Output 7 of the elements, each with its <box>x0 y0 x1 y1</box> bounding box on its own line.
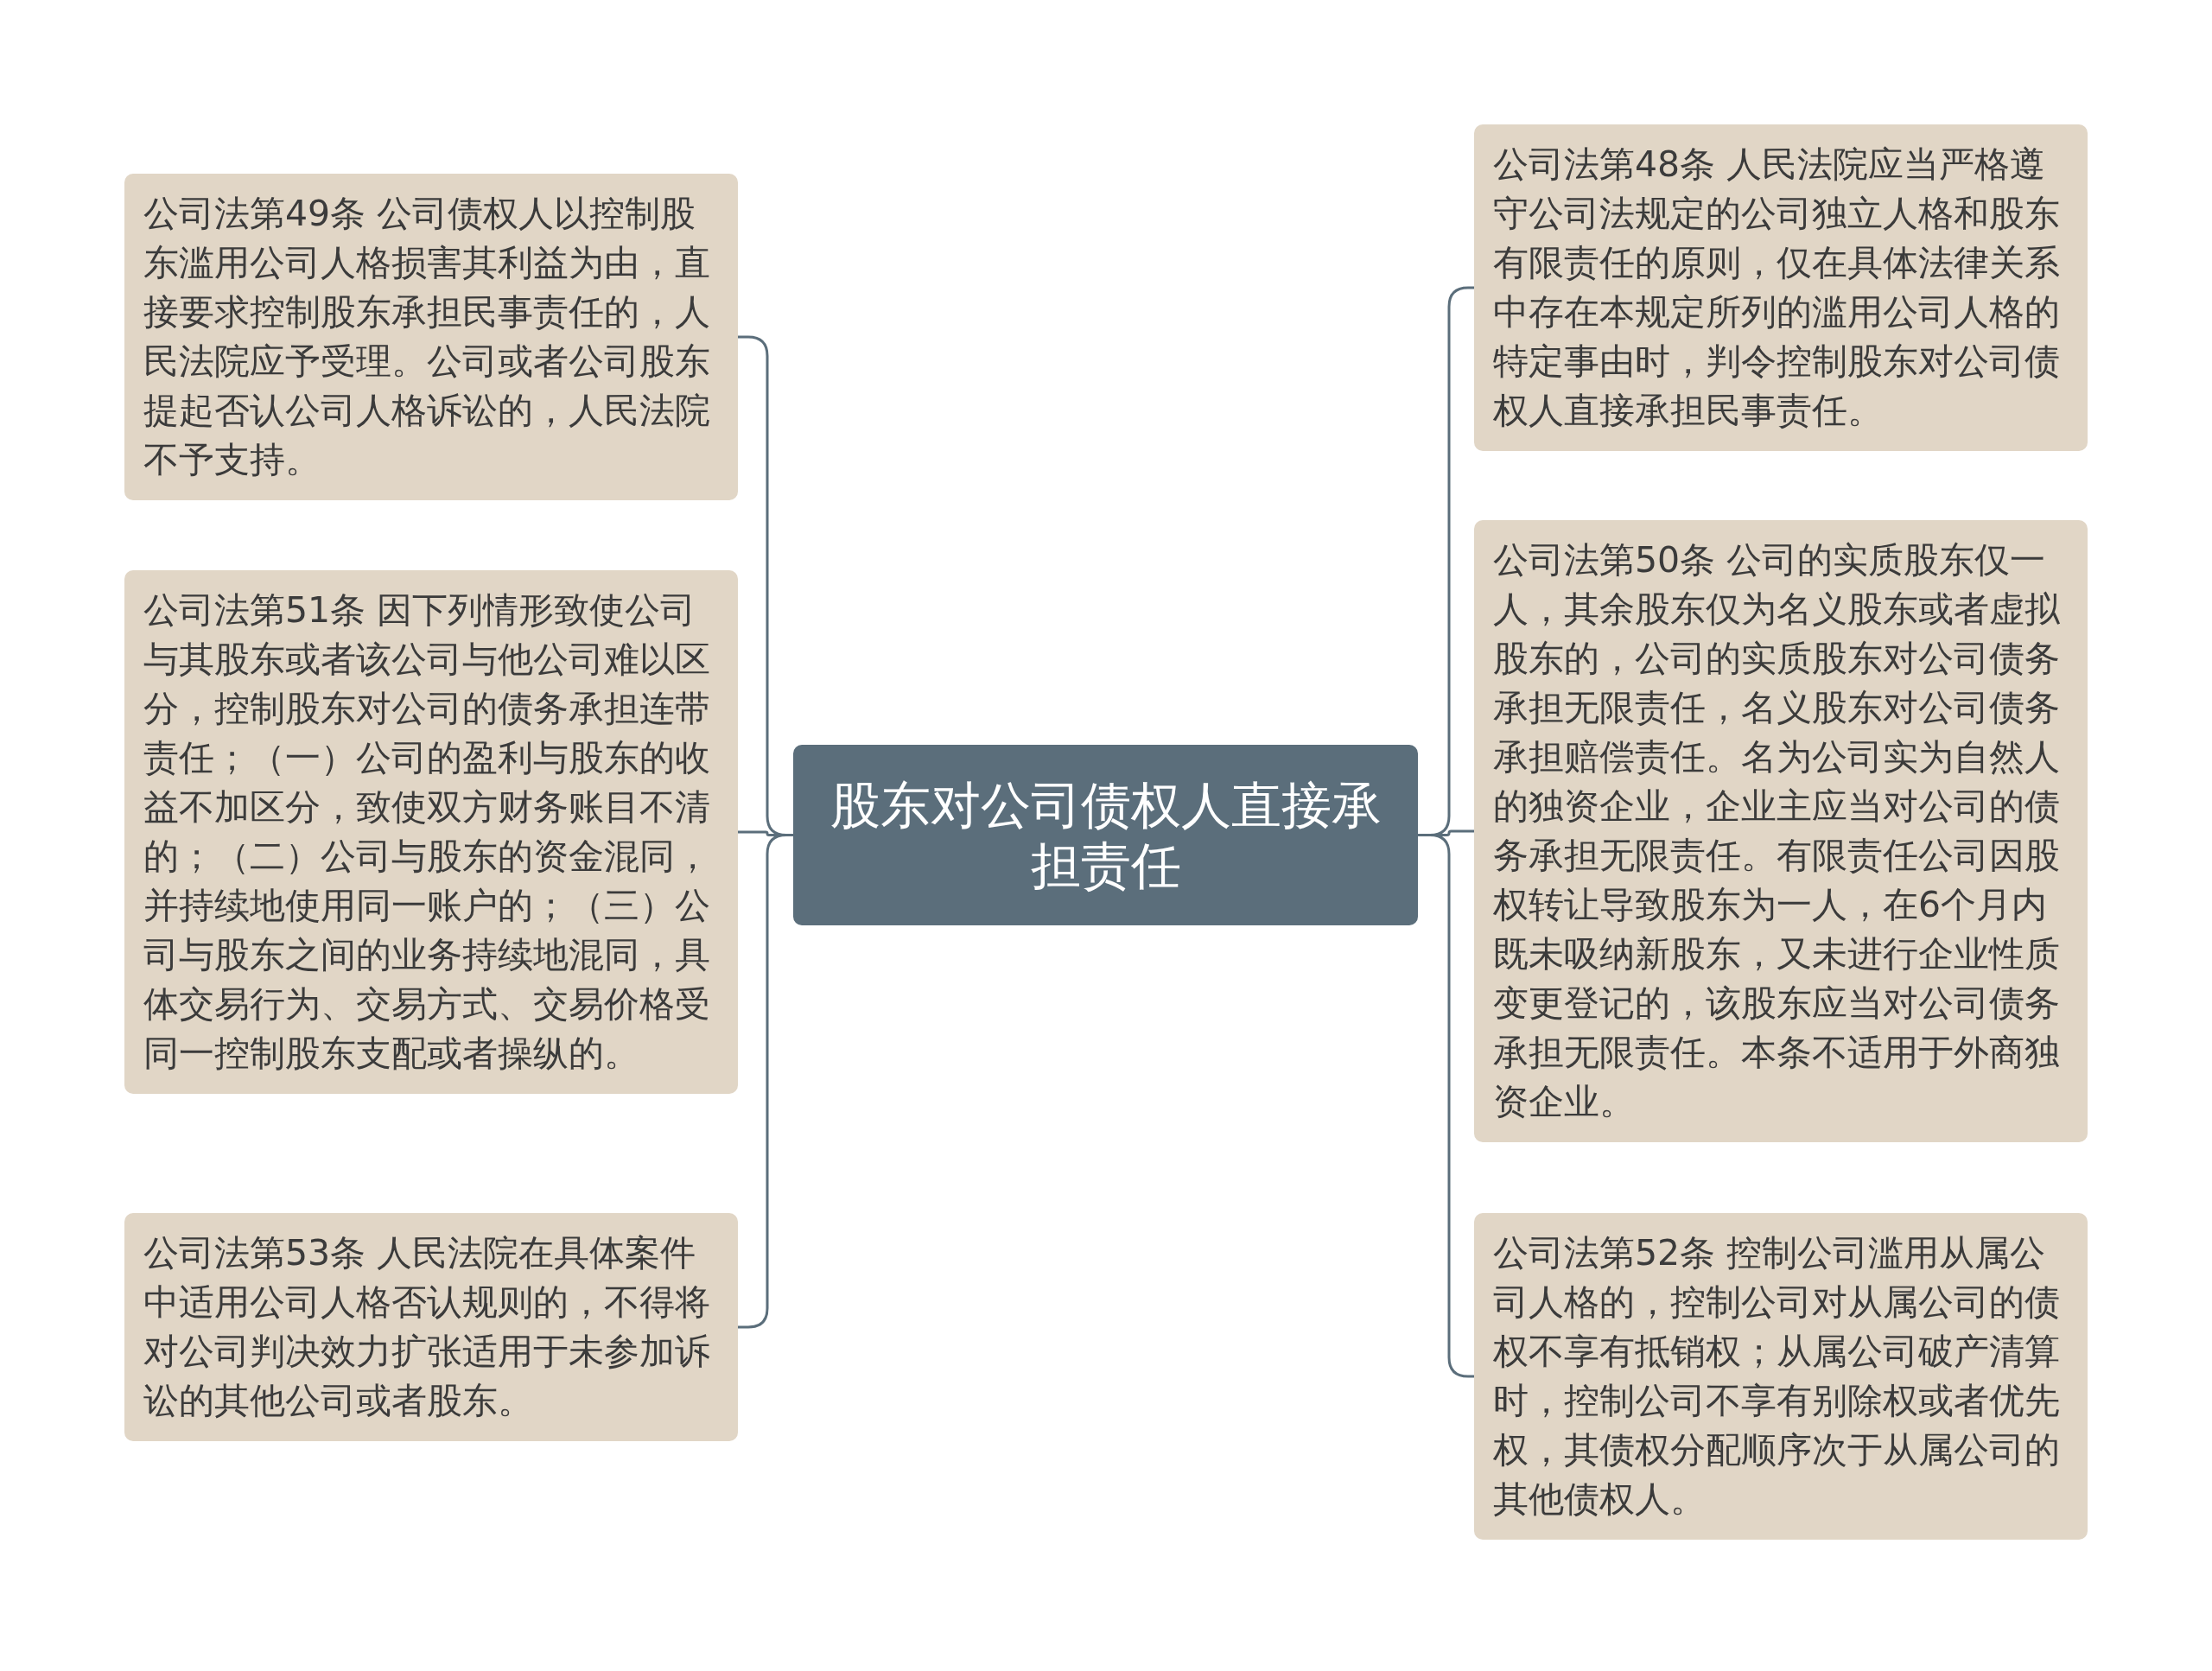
note-box: 公司法第50条 公司的实质股东仅一人，其余股东仅为名义股东或者虚拟股东的，公司的实质股东对公司债务承担无限责任，名义股东对公司债务承担赔偿责任。名为公司实为自然人的独资企业，企业主应当对公司的债务承担无限责任。有限责任公司因股权转让导致股东为一人，在6个月内既未吸纳新股东，又未进行企业性质变更登记的，该股东应当对公司债务承担无限责任。本条不适用于外商独资企业。 <box>1474 520 2088 1142</box>
note-box: 公司法第52条 控制公司滥用从属公司人格的，控制公司对从属公司的债权不享有抵销权；从属公司破产清算时，控制公司不享有别除权或者优先权，其债权分配顺序次于从属公司的其他债权人。 <box>1474 1213 2088 1540</box>
note-box: 公司法第53条 人民法院在具体案件中适用公司人格否认规则的，不得将对公司判决效力扩张适用于未参加诉讼的其他公司或者股东。 <box>124 1213 738 1441</box>
note-box: 公司法第51条 因下列情形致使公司与其股东或者该公司与他公司难以区分，控制股东对公司的债务承担连带责任；（一）公司的盈利与股东的收益不加区分，致使双方财务账目不清的；（二）公司与股东的资金混同，并持续地使用同一账户的；（三）公司与股东之间的业务持续地混同，具体交易行为、交易方式、交易价格受同一控制股东支配或者操纵的。 <box>124 570 738 1094</box>
note-box: 公司法第49条 公司债权人以控制股东滥用公司人格损害其利益为由，直接要求控制股东承担民事责任的，人民法院应予受理。公司或者公司股东提起否认公司人格诉讼的，人民法院不予支持。 <box>124 174 738 500</box>
topic-box: 股东对公司债权人直接承担责任 <box>793 745 1418 925</box>
note-box: 公司法第48条 人民法院应当严格遵守公司法规定的公司独立人格和股东有限责任的原则，仅在具体法律关系中存在本规定所列的滥用公司人格的特定事由时，判令控制股东对公司债权人直接承担民事责任。 <box>1474 124 2088 451</box>
